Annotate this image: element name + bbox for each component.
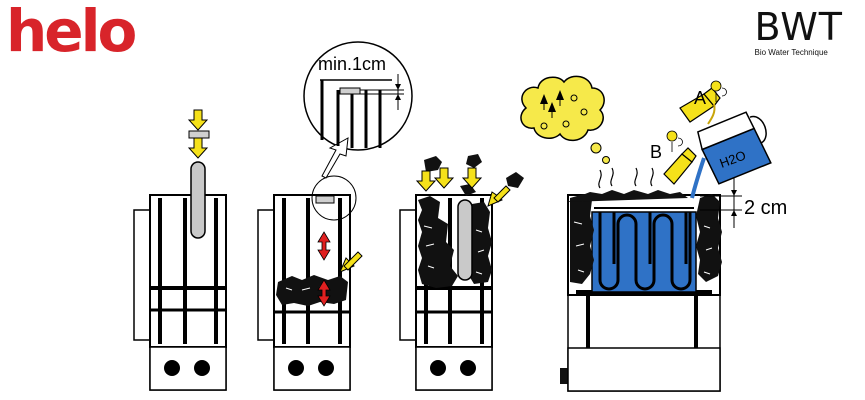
bwt-logo-text: BWT bbox=[754, 5, 843, 49]
bwt-logo: BWT Bio Water Technique bbox=[755, 8, 844, 57]
heater-step-3 bbox=[399, 154, 524, 391]
bottle-a: A bbox=[679, 80, 727, 125]
aroma-cloud bbox=[520, 75, 610, 164]
label-a: A bbox=[694, 88, 706, 108]
water-jug: H2O bbox=[696, 111, 772, 185]
bottle-b: B bbox=[650, 130, 697, 185]
helo-logo: helo bbox=[6, 0, 137, 65]
heater-step-1 bbox=[133, 109, 227, 391]
heater-step-4: 2 cm H2O A B bbox=[520, 75, 787, 392]
gap-label: min.1cm bbox=[318, 54, 386, 74]
bwt-tagline: Bio Water Technique bbox=[754, 48, 828, 57]
water-level-label: 2 cm bbox=[744, 197, 787, 219]
label-b: B bbox=[650, 142, 662, 162]
heater-step-2: min.1cm bbox=[257, 41, 413, 391]
